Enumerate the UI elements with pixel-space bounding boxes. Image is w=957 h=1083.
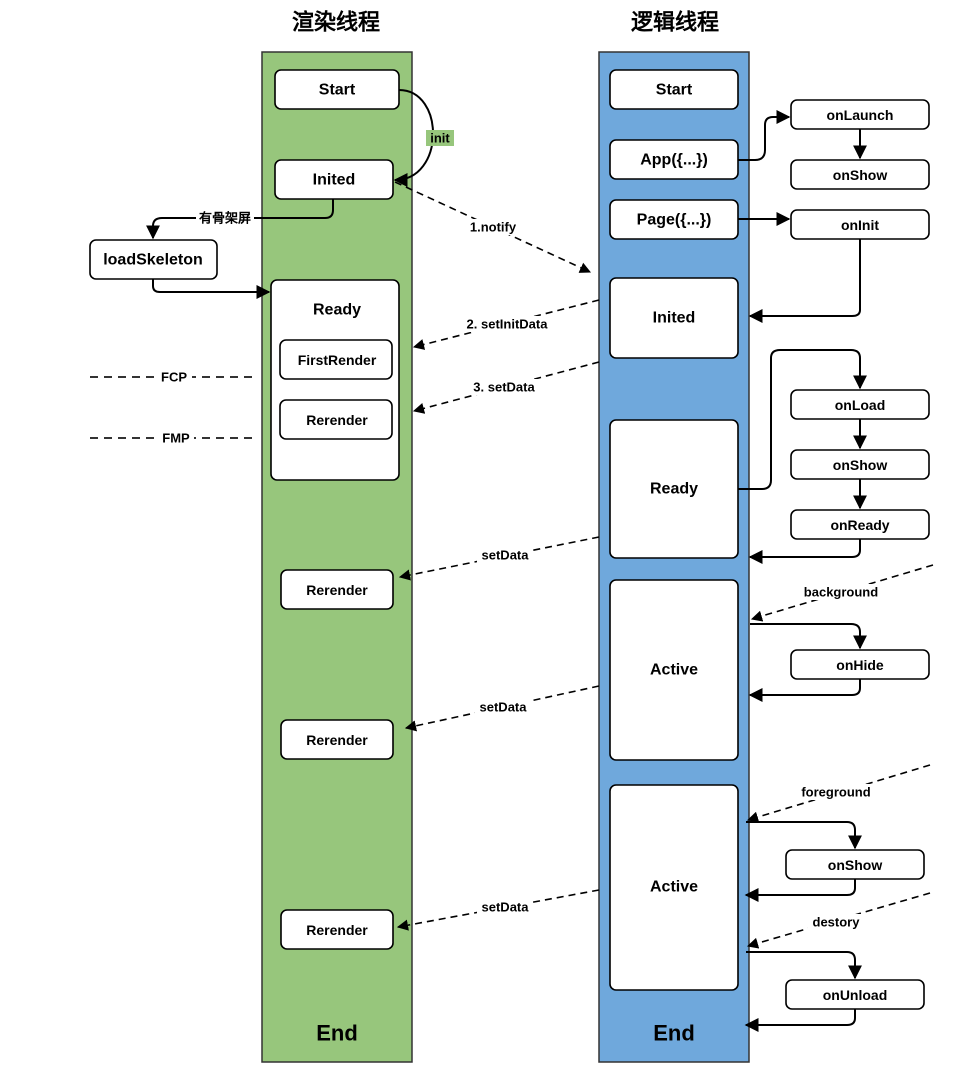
set-init-data-arrow (412, 299, 600, 350)
on-show-app-node: onShow (790, 159, 930, 190)
logic-inited-node: Inited (609, 277, 739, 359)
set-data-label-c: setData (482, 900, 530, 915)
svg-text:onLoad: onLoad (835, 397, 886, 413)
fmp-label: FMP (162, 431, 190, 446)
svg-text:Active: Active (650, 662, 698, 679)
app-node: App({...}) (609, 139, 739, 180)
svg-text:onHide: onHide (836, 657, 884, 673)
set-init-data-label: 2. setInitData (467, 317, 549, 332)
on-unload-node: onUnload (785, 979, 925, 1010)
rerender-node-3: Rerender (280, 719, 394, 760)
render-inited-node: Inited (274, 159, 394, 200)
active-to-onunload-arrow (746, 951, 862, 980)
init-label: init (430, 131, 450, 146)
svg-text:onShow: onShow (828, 857, 883, 873)
active-to-onhide-arrow (750, 623, 867, 650)
svg-text:onLaunch: onLaunch (827, 107, 894, 123)
svg-text:Page({...}): Page({...}) (637, 212, 712, 229)
on-load-node: onLoad (790, 389, 930, 420)
rerender-node-1: Rerender (279, 399, 393, 440)
active-node-1: Active (609, 579, 739, 761)
foreground-arrow (746, 764, 931, 823)
render-thread-lane (261, 51, 413, 1063)
svg-text:Ready: Ready (650, 481, 698, 498)
set-data-label-a: setData (482, 548, 530, 563)
on-launch-node: onLaunch (790, 99, 930, 130)
logic-ready-node: Ready (609, 419, 739, 559)
rerender-node-2: Rerender (280, 569, 394, 610)
svg-text:Rerender: Rerender (306, 922, 368, 938)
on-ready-node: onReady (790, 509, 930, 540)
logic-thread-title: 逻辑线程 (631, 10, 719, 36)
on-show-foreground-node: onShow (785, 849, 925, 880)
svg-text:onShow: onShow (833, 457, 888, 473)
svg-text:onUnload: onUnload (823, 987, 888, 1003)
destory-arrow (746, 892, 931, 949)
background-arrow (750, 564, 934, 622)
app-to-onlaunch-arrow (738, 110, 791, 161)
set-data-3-label: 3. setData (473, 380, 535, 395)
foreground-label: foreground (801, 785, 870, 800)
on-show-page-node: onShow (790, 449, 930, 480)
render-start-node: Start (274, 69, 400, 110)
destory-label: destory (813, 915, 861, 930)
render-ready-node: Ready (270, 279, 400, 481)
load-skeleton-node: loadSkeleton (89, 239, 218, 280)
svg-text:Start: Start (319, 82, 356, 99)
set-data-label-b: setData (480, 700, 528, 715)
onhide-to-active-arrow (748, 679, 861, 702)
render-thread-title: 渲染线程 (292, 10, 380, 36)
svg-text:onShow: onShow (833, 167, 888, 183)
first-render-node: FirstRender (279, 339, 393, 380)
notify-label: 1.notify (470, 220, 517, 235)
onshow-to-active-arrow (744, 879, 856, 902)
active-node-2: Active (609, 784, 739, 991)
skeleton-to-ready-arrow (152, 279, 271, 299)
onunload-to-end-arrow (744, 1009, 856, 1032)
logic-start-node: Start (609, 69, 739, 110)
onready-to-ready-arrow (748, 539, 861, 564)
skeleton-label: 有骨架屏 (199, 211, 251, 226)
render-end-label: End (316, 1021, 358, 1046)
on-init-node: onInit (790, 209, 930, 240)
svg-text:FirstRender: FirstRender (298, 352, 377, 368)
svg-text:Rerender: Rerender (306, 582, 368, 598)
svg-text:Ready: Ready (313, 302, 361, 319)
ready-to-onload-arrow (738, 349, 867, 490)
rerender-node-4: Rerender (280, 909, 394, 950)
set-data-3-arrow (412, 361, 600, 414)
svg-text:onReady: onReady (830, 517, 889, 533)
active-to-onshow-arrow (746, 821, 862, 850)
svg-text:Start: Start (656, 82, 693, 99)
svg-text:onInit: onInit (841, 217, 879, 233)
svg-text:Rerender: Rerender (306, 732, 368, 748)
on-hide-node: onHide (790, 649, 930, 680)
page-node: Page({...}) (609, 199, 739, 240)
fcp-label: FCP (161, 370, 187, 385)
svg-text:Inited: Inited (653, 310, 696, 327)
svg-text:Inited: Inited (313, 172, 356, 189)
svg-text:Rerender: Rerender (306, 412, 368, 428)
background-label: background (804, 585, 878, 600)
svg-text:App({...}): App({...}) (640, 152, 708, 169)
logic-end-label: End (653, 1021, 695, 1046)
oninit-to-inited-arrow (748, 239, 861, 323)
svg-text:loadSkeleton: loadSkeleton (103, 252, 203, 269)
svg-text:Active: Active (650, 879, 698, 896)
